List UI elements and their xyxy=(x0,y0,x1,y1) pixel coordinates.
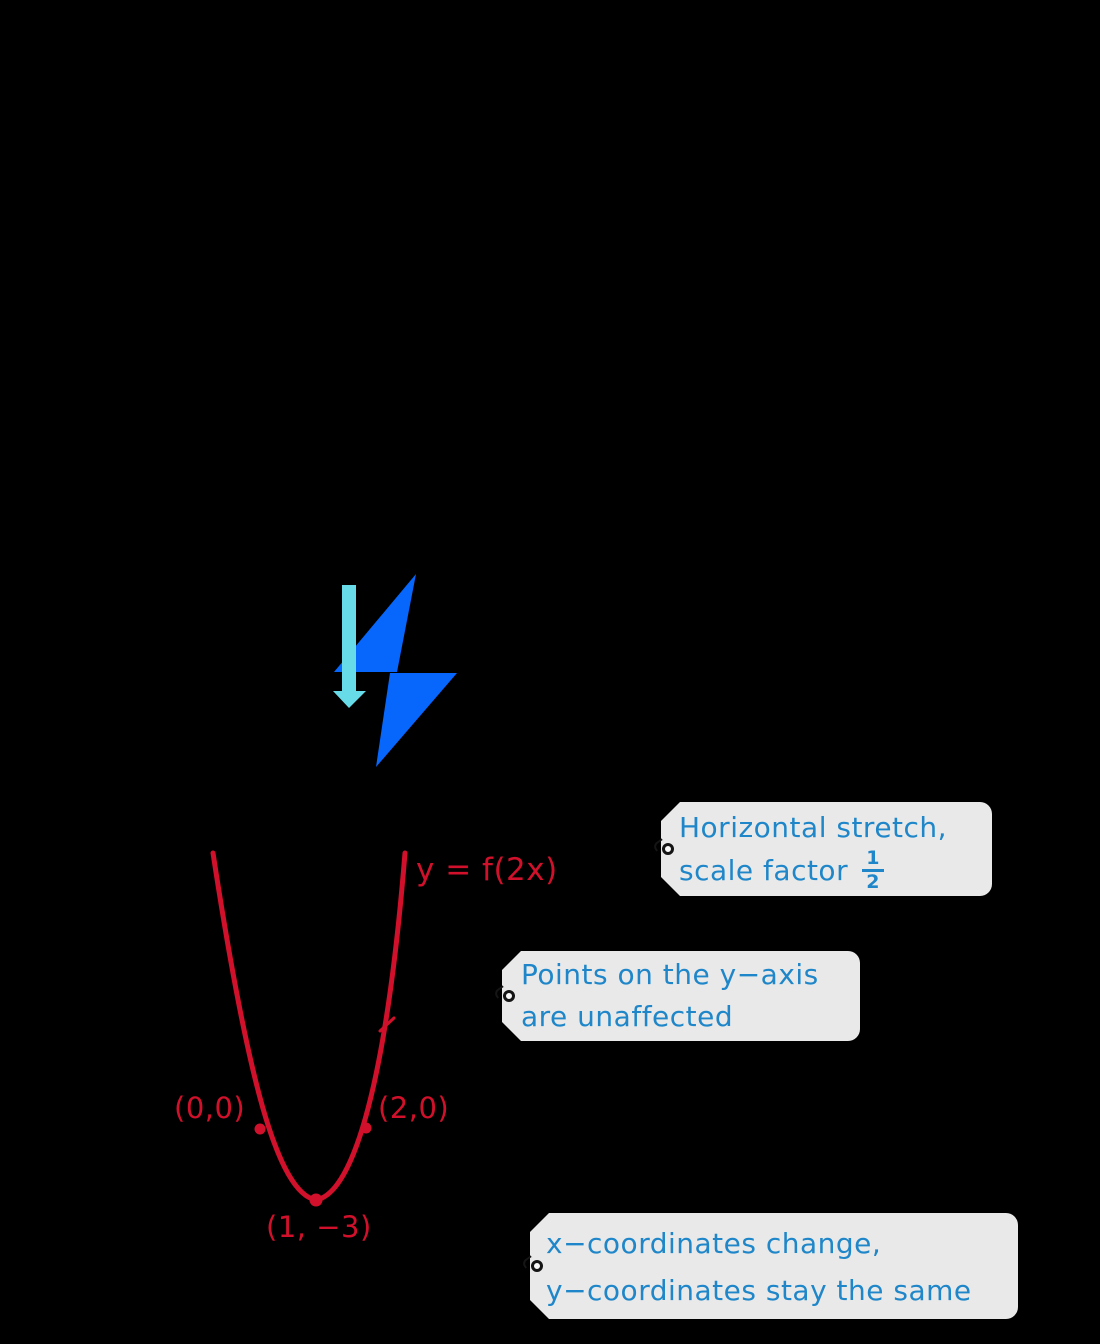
callout-coordinates-change-body: x−coordinates change, y−coordinates stay… xyxy=(530,1213,1018,1319)
f2x-curve-path xyxy=(210,850,408,1203)
curve-equation-label: y = f(2x) xyxy=(416,852,558,888)
callout-horizontal-stretch: Horizontal stretch, scale factor 1 2 xyxy=(651,802,992,896)
callout-y-axis-unaffected-body: Points on the y−axis are unaffected xyxy=(502,951,860,1041)
down-arrow-shaft xyxy=(342,585,356,692)
point-label-x-intercept: (2,0) xyxy=(378,1091,450,1125)
fraction-numerator: 1 xyxy=(866,847,880,869)
fraction-bar xyxy=(862,869,884,872)
tag-eyelet xyxy=(503,990,515,1002)
point-dot-x-intercept xyxy=(360,1122,372,1134)
callout-coordinates-change: x−coordinates change, y−coordinates stay… xyxy=(520,1213,1018,1319)
point-label-vertex: (1, −3) xyxy=(266,1210,372,1244)
callout-coordinates-change-line1: x−coordinates change, xyxy=(546,1227,882,1260)
point-dot-origin xyxy=(254,1123,266,1135)
callout-horizontal-stretch-body: Horizontal stretch, scale factor 1 2 xyxy=(661,802,992,896)
tag-eyelet xyxy=(662,843,674,855)
callout-y-axis-unaffected-line2: are unaffected xyxy=(521,1000,734,1033)
callout-y-axis-unaffected-line1: Points on the y−axis xyxy=(521,958,819,991)
down-arrow-icon xyxy=(333,585,366,708)
callout-coordinates-change-line2: y−coordinates stay the same xyxy=(546,1274,972,1307)
point-dot-vertex xyxy=(309,1193,323,1207)
callout-y-axis-unaffected: Points on the y−axis are unaffected xyxy=(492,951,860,1041)
point-label-origin: (0,0) xyxy=(174,1091,246,1125)
down-arrow-head xyxy=(333,691,366,708)
fraction-denominator: 2 xyxy=(866,871,880,893)
lightning-bolt-lower xyxy=(376,673,457,767)
one-half-fraction: 1 2 xyxy=(862,849,884,892)
curve-stroke-tick xyxy=(378,1016,396,1033)
callout-horizontal-stretch-line2-text: scale factor xyxy=(679,854,849,887)
callout-horizontal-stretch-line1: Horizontal stretch, xyxy=(679,811,948,844)
tag-eyelet xyxy=(531,1260,543,1272)
callout-horizontal-stretch-line2: scale factor 1 2 xyxy=(679,849,982,892)
f2x-curve xyxy=(210,850,408,1207)
